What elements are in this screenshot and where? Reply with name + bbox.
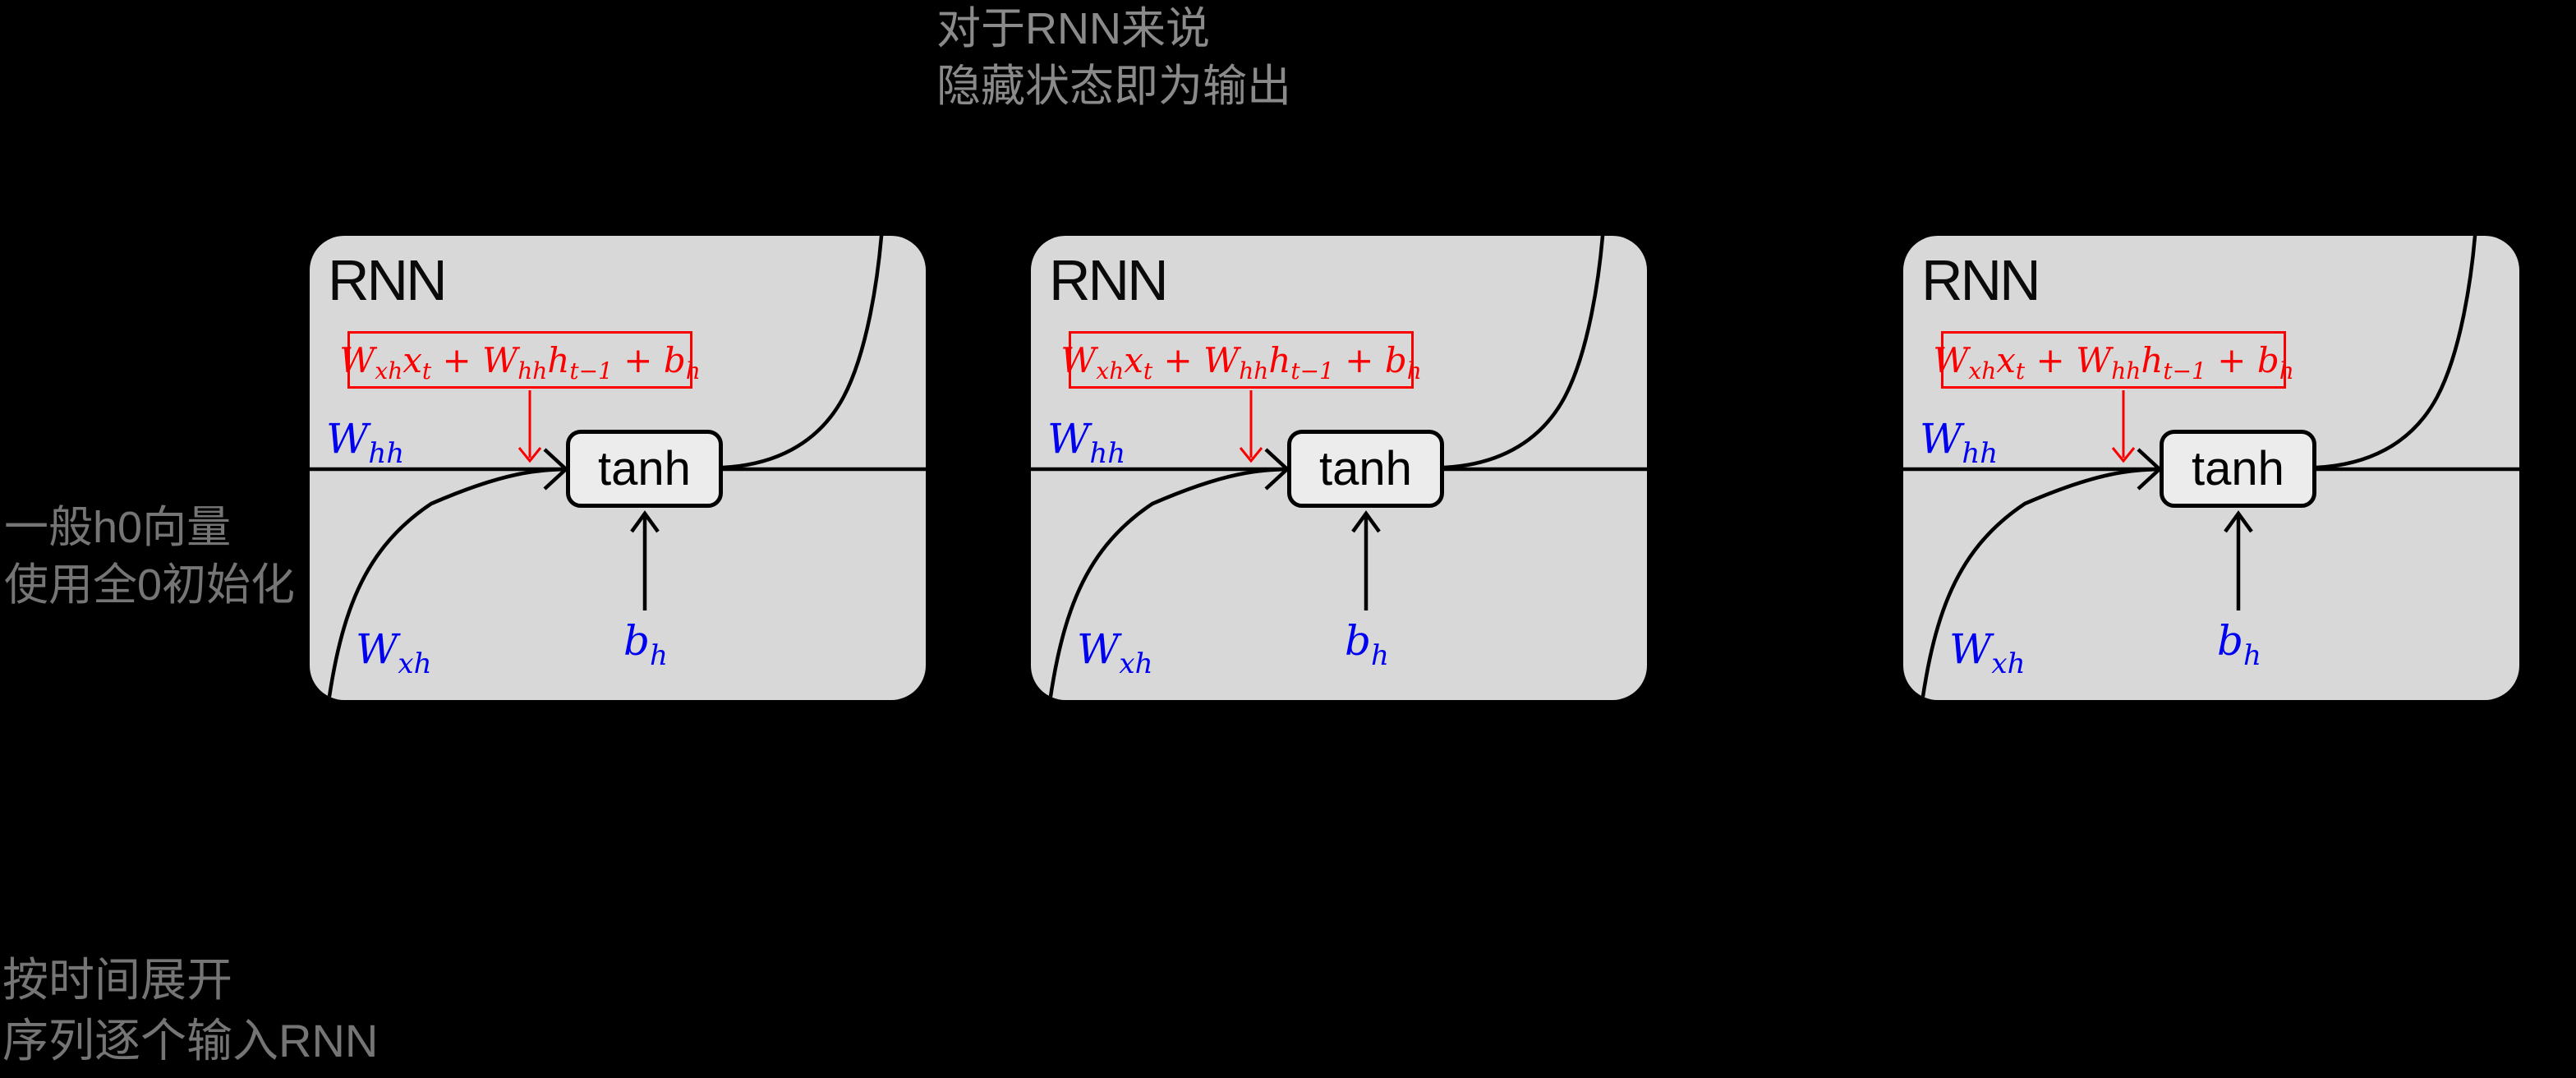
output-curve [2316,236,2477,470]
top-note-line2: 隐藏状态即为输出 [936,62,1291,111]
bias-bh-label: bh [2217,617,2261,672]
preactivation-formula-box: Wxhxt + Whhht−1 + bh [1933,331,2294,389]
input-curve [1920,467,2162,700]
output-curve [1443,236,1605,470]
input-curve [327,467,568,700]
bias-bh-label: bh [623,617,668,672]
bottom-note-line1: 按时间展开 [2,954,232,1006]
cell-title: RNN [328,248,448,312]
formula-arrowhead-icon [1239,447,1263,463]
input-curve [1048,467,1290,700]
weight-wxh-label: Wxh [1077,625,1153,680]
cell-title: RNN [1049,248,1169,312]
bias-arrowhead-icon [1351,510,1381,533]
weight-wxh-label: Wxh [1949,625,2026,680]
formula-text: Wxhxt + Whhht−1 + bh [1933,339,2294,385]
formula-text: Wxhxt + Whhht−1 + bh [339,339,701,385]
bottom-note: 按时间展开序列逐个输入RNN [2,950,378,1071]
output-curve [722,236,884,470]
tanh-label: tanh [2192,442,2284,495]
bottom-note-line2: 序列逐个输入RNN [2,1015,379,1066]
preactivation-formula-box: Wxhxt + Whhht−1 + bh [339,331,701,389]
preactivation-formula-box: Wxhxt + Whhht−1 + bh [1060,331,1422,389]
left-note-line2: 使用全0初始化 [4,560,296,610]
weight-whh-label: Whh [1047,415,1126,470]
bias-arrowhead-icon [630,510,660,533]
rnn-cell-3: RNN Wxhxt + Whhht−1 + bh tanh Whh Wxh bh [1903,236,2519,700]
formula-arrowhead-icon [518,447,542,463]
weight-wxh-label: Wxh [356,625,432,680]
tanh-label: tanh [598,442,691,495]
cell-title: RNN [1921,248,2041,312]
formula-text: Wxhxt + Whhht−1 + bh [1060,339,1422,385]
tanh-activation-box: tanh [1287,430,1444,508]
tanh-activation-box: tanh [2160,430,2316,508]
weight-whh-label: Whh [1920,415,1999,470]
weight-whh-label: Whh [326,415,405,470]
rnn-cell-2: RNN Wxhxt + Whhht−1 + bh tanh Whh Wxh bh [1031,236,1647,700]
top-note-line1: 对于RNN来说 [936,4,1210,53]
top-note: 对于RNN来说隐藏状态即为输出 [936,0,1291,115]
left-note-line1: 一般h0向量 [4,503,232,552]
tanh-activation-box: tanh [566,430,723,508]
bias-bh-label: bh [1345,617,1389,672]
tanh-label: tanh [1319,442,1412,495]
bias-arrowhead-icon [2224,510,2253,533]
formula-arrowhead-icon [2111,447,2136,463]
rnn-cell-1: RNN Wxhxt + Whhht−1 + bh tanh Whh Wxh bh [310,236,926,700]
left-note: 一般h0向量使用全0初始化 [4,499,295,614]
